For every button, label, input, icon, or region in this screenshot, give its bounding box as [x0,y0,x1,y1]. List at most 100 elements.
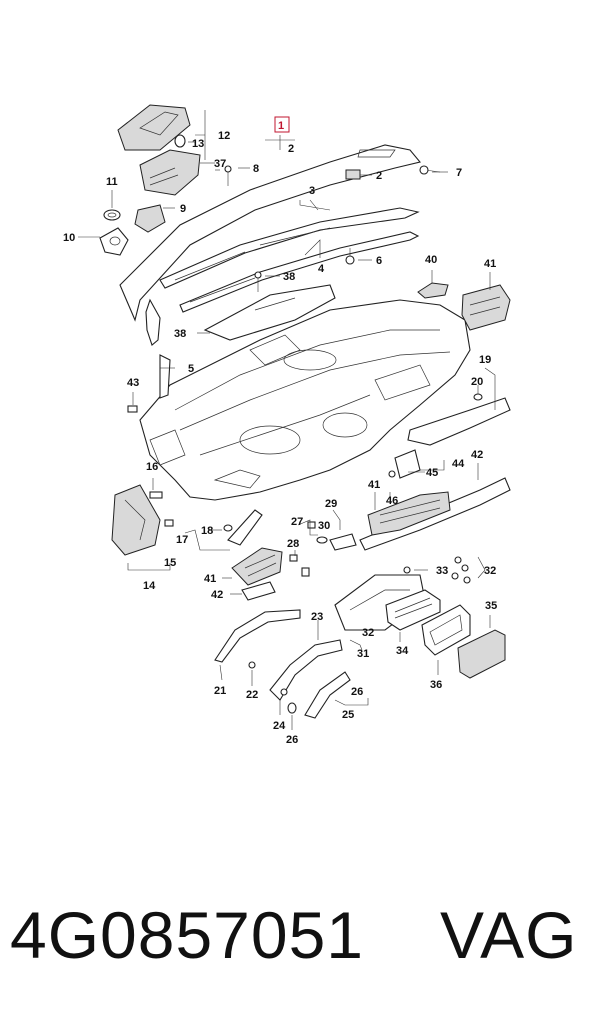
callout-26-right: 26 [351,686,363,698]
callout-9: 9 [180,203,186,215]
callout-42-left: 42 [211,589,223,601]
clip-18 [223,524,233,532]
part-number: 4G0857051 [10,898,364,972]
callout-10: 10 [63,232,75,244]
screw-7 [419,165,441,175]
callout-7: 7 [456,167,462,179]
callout-28: 28 [287,538,299,550]
screw-24 [280,688,288,696]
screws-32 [451,556,471,584]
callout-15: 15 [164,557,176,569]
callout-43: 43 [127,377,139,389]
callout-41-left: 41 [204,573,216,585]
sensor-40 [417,282,449,299]
callout-14: 14 [143,580,156,592]
clip-43 [127,405,138,413]
left-side-trim-5 [145,298,171,399]
trim-panel-38 [203,284,336,341]
callout-32: 32 [362,627,374,639]
callout-20: 20 [471,376,483,388]
callout-34: 34 [396,645,409,657]
callout-44: 44 [452,458,465,470]
callout-11: 11 [106,176,118,188]
screw-33 [403,566,411,574]
bracket-42-left [241,581,276,601]
trim-strip-4 [179,231,420,313]
clip-28b [301,567,310,577]
callout-46: 46 [386,495,398,507]
callout-2-top: 2 [288,143,294,155]
callout-23: 23 [311,611,323,623]
filter-34 [385,589,441,631]
callout-35: 35 [485,600,497,612]
control-unit-35 [457,629,506,679]
small-knob-13 [174,134,186,148]
callout-8: 8 [253,163,259,175]
clip-27 [307,521,316,529]
callout-25: 25 [342,709,354,721]
vent-46 [367,491,451,536]
callout-41-top: 41 [484,258,496,270]
upper-trim-strip [119,144,421,322]
clip-16 [149,491,163,499]
callout-29: 29 [325,498,337,510]
callout-31: 31 [357,648,369,660]
callout-37: 37 [214,158,226,170]
callout-38-top: 38 [283,271,295,283]
vent-housing-12 [117,104,191,151]
trim-strip-3 [159,207,420,289]
callout-42-right: 42 [471,449,483,461]
callout-2: 2 [376,170,382,182]
clip-26 [287,702,297,714]
callout-labels: 1 2 2 3 4 5 6 7 8 9 10 11 12 13 14 15 16… [63,116,497,746]
clip-28 [289,554,298,562]
callout-5: 5 [188,363,194,375]
clip-15 [164,519,174,527]
highlight-box [274,116,290,133]
plug-30 [316,536,328,544]
callout-1: 1 [278,120,284,132]
screw-45 [388,470,396,478]
vent-41-right [461,284,511,331]
trim-strip-19 [407,397,511,446]
callout-30: 30 [318,520,330,532]
washer-11 [103,209,121,221]
bezel-10 [99,227,129,256]
callout-12: 12 [218,130,230,142]
callout-19: 19 [479,354,491,366]
callout-21: 21 [214,685,226,697]
vent-41-left [231,547,283,586]
bracket-9 [134,204,166,233]
callout-6: 6 [376,255,382,267]
callout-32-right: 32 [484,565,496,577]
footer: 4G0857051 VAG [0,880,600,990]
screw-8 [224,165,232,186]
callout-33: 33 [436,565,448,577]
glovebox-area-29 [329,533,357,551]
exploded-dashboard-diagram: 1 2 2 3 4 5 6 7 8 9 10 11 12 13 14 15 16… [63,104,511,746]
callout-24: 24 [273,720,286,732]
callout-18: 18 [201,525,213,537]
callout-40: 40 [425,254,437,266]
callout-16: 16 [146,461,158,473]
callout-4: 4 [318,263,325,275]
callout-17: 17 [176,534,188,546]
callout-22: 22 [246,689,258,701]
screw-6 [345,248,355,265]
callout-38: 38 [174,328,186,340]
clip-20 [473,393,483,401]
callout-45: 45 [426,467,438,479]
callout-3: 3 [309,185,315,197]
switch-unit-37 [139,149,201,196]
cover-18 [227,509,263,546]
callout-27: 27 [291,516,303,528]
leader-lines [78,110,496,730]
screw-38 [254,271,262,292]
callout-13: 13 [192,138,204,150]
screw-22 [248,661,256,669]
instrument-cover-21 [214,609,301,663]
trim-25 [304,671,351,719]
display-36 [421,604,471,656]
bracket-44 [394,449,421,479]
callout-26: 26 [286,734,298,746]
